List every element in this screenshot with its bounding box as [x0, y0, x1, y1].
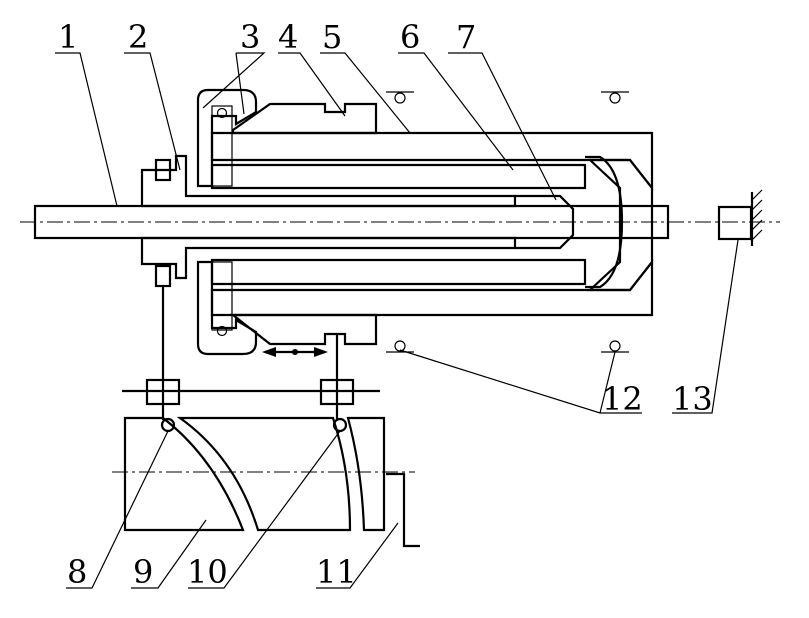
label-5: 5: [322, 18, 342, 56]
movable-sleeve: [229, 102, 378, 346]
label-12: 12: [602, 380, 643, 418]
shaft: [33, 194, 670, 250]
label-1: 1: [58, 18, 78, 56]
leader-lines: [55, 52, 739, 589]
label-11: 11: [316, 553, 357, 591]
label-7: 7: [456, 18, 476, 56]
push-rods: [122, 286, 380, 420]
label-10: 10: [187, 553, 228, 591]
end-stop: [717, 189, 763, 246]
label-2: 2: [128, 18, 148, 56]
label-8: 8: [67, 553, 87, 591]
label-9: 9: [133, 553, 153, 591]
label-4: 4: [278, 18, 298, 56]
label-13: 13: [672, 380, 713, 418]
guide-rollers: [386, 91, 629, 353]
label-3: 3: [240, 18, 260, 56]
label-6: 6: [400, 18, 420, 56]
motion-arrow: [262, 347, 328, 357]
crank-handle: [386, 472, 420, 548]
seal-clamp: [196, 88, 258, 356]
cam-drum: [123, 416, 386, 532]
